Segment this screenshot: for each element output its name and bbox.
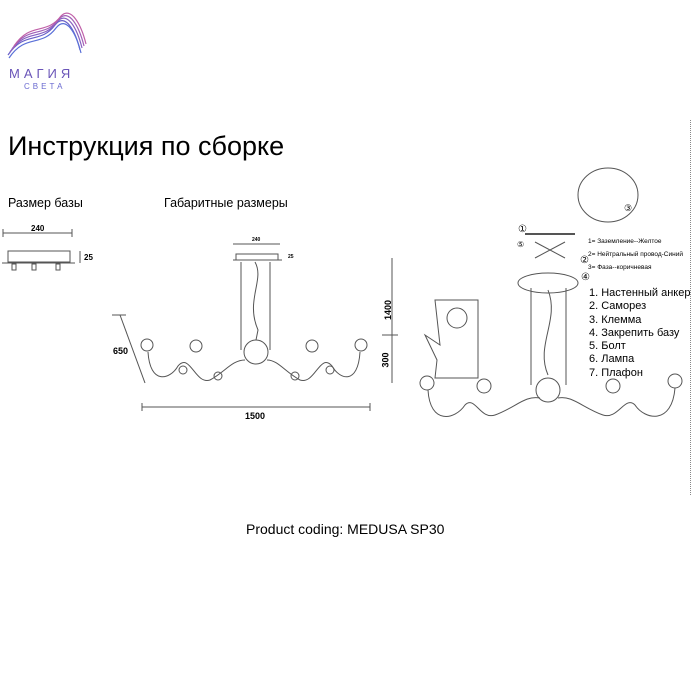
logo-mark — [7, 12, 87, 59]
callout-2: ② — [580, 255, 589, 266]
callout-5: ⑤ — [517, 240, 525, 249]
total-height-label: 1400 — [383, 299, 394, 321]
part-item: 4. Закрепить базу — [589, 326, 680, 339]
part-item: 2. Саморез — [589, 300, 647, 313]
base-width-label: 240 — [31, 224, 45, 233]
page-title: Инструкция по сборке — [8, 131, 285, 161]
callout-4: ④ — [581, 272, 590, 283]
lamp-arms — [140, 338, 368, 381]
wiring-1: 1= Заземление--Желтое — [588, 238, 662, 245]
width-label: 1500 — [245, 411, 266, 421]
page-edge-divider — [690, 120, 691, 495]
logo-subtitle: СВЕТА — [24, 82, 66, 91]
wiring-3: 3= Фаза--коричневая — [588, 264, 652, 271]
part-item: 5. Болт — [589, 340, 626, 353]
assembly-drawing — [419, 167, 683, 417]
height-label: 300 — [380, 352, 391, 368]
parts-list: 1. Настенный анкер 2. Саморез 3. Клемма … — [589, 287, 690, 380]
product-coding: Product coding: MEDUSA SP30 — [246, 521, 445, 537]
overall-size-heading: Габаритные размеры — [164, 196, 288, 210]
base-drawing — [2, 229, 81, 271]
part-item: 1. Настенный анкер — [589, 287, 691, 299]
wiring-2: 2= Нейтральный провод-Синий — [588, 251, 683, 258]
part-item: 3. Клемма — [589, 313, 642, 326]
drop-label: 650 — [113, 346, 129, 356]
base-height-label: 25 — [84, 253, 93, 262]
canopy-width-label: 240 — [252, 237, 261, 243]
part-item: 7. Плафон — [589, 366, 643, 379]
part-item: 6. Лампа — [589, 353, 635, 366]
overall-drawing — [112, 243, 398, 411]
callout-3: ③ — [624, 203, 633, 213]
callout-1: ① — [518, 224, 527, 235]
logo-name: МАГИЯ — [9, 66, 75, 81]
base-size-heading: Размер базы — [8, 196, 83, 210]
canopy-height-label: 25 — [288, 254, 294, 260]
